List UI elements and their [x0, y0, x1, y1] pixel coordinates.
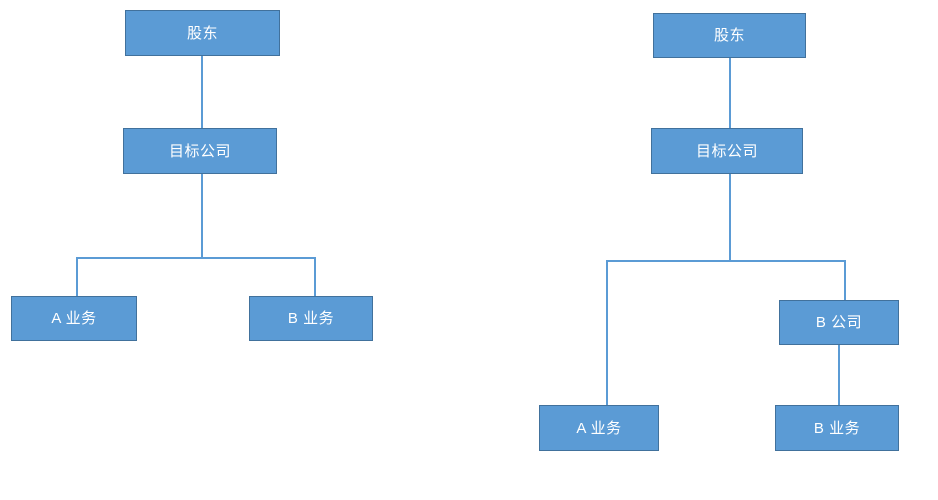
node-label: 股东	[713, 27, 745, 44]
connector-r-branch-bar-to-r-business-a	[606, 260, 608, 406]
node-label: B 业务	[813, 419, 861, 437]
node-l-business-a[interactable]: A 业务	[11, 296, 137, 341]
connector-l-target-to-l-branch	[201, 174, 203, 258]
node-label: A 业务	[576, 419, 622, 437]
connector-l-branch-bar-to-l-business-a	[76, 257, 78, 297]
node-l-business-b[interactable]: B 业务	[249, 296, 373, 341]
node-r-target[interactable]: 目标公司	[651, 128, 803, 174]
node-l-target[interactable]: 目标公司	[123, 128, 277, 174]
connector-r-shareholder-to-r-target	[729, 58, 731, 128]
connector-r-branch-bar-to-r-company-b	[844, 260, 846, 301]
node-label: B 业务	[287, 310, 335, 327]
connector-r-branch-to-r-branch-bar	[607, 260, 846, 262]
connector-l-branch-to-l-branch-bar	[77, 257, 316, 259]
node-label: 目标公司	[695, 142, 758, 160]
node-r-business-a[interactable]: A 业务	[539, 405, 659, 451]
node-r-shareholder[interactable]: 股东	[653, 13, 806, 58]
node-label: A 业务	[51, 310, 97, 327]
connector-l-shareholder-to-l-target	[201, 56, 203, 128]
node-label: 目标公司	[168, 142, 231, 160]
node-label: 股东	[186, 24, 218, 42]
connector-r-target-to-r-branch	[729, 174, 731, 261]
node-label: B 公司	[815, 314, 863, 331]
node-r-company-b[interactable]: B 公司	[779, 300, 899, 345]
node-r-business-b[interactable]: B 业务	[775, 405, 899, 451]
node-l-shareholder[interactable]: 股东	[125, 10, 280, 56]
connector-l-branch-bar-to-l-business-b	[314, 257, 316, 297]
connector-r-company-b-to-r-business-b	[838, 345, 840, 406]
